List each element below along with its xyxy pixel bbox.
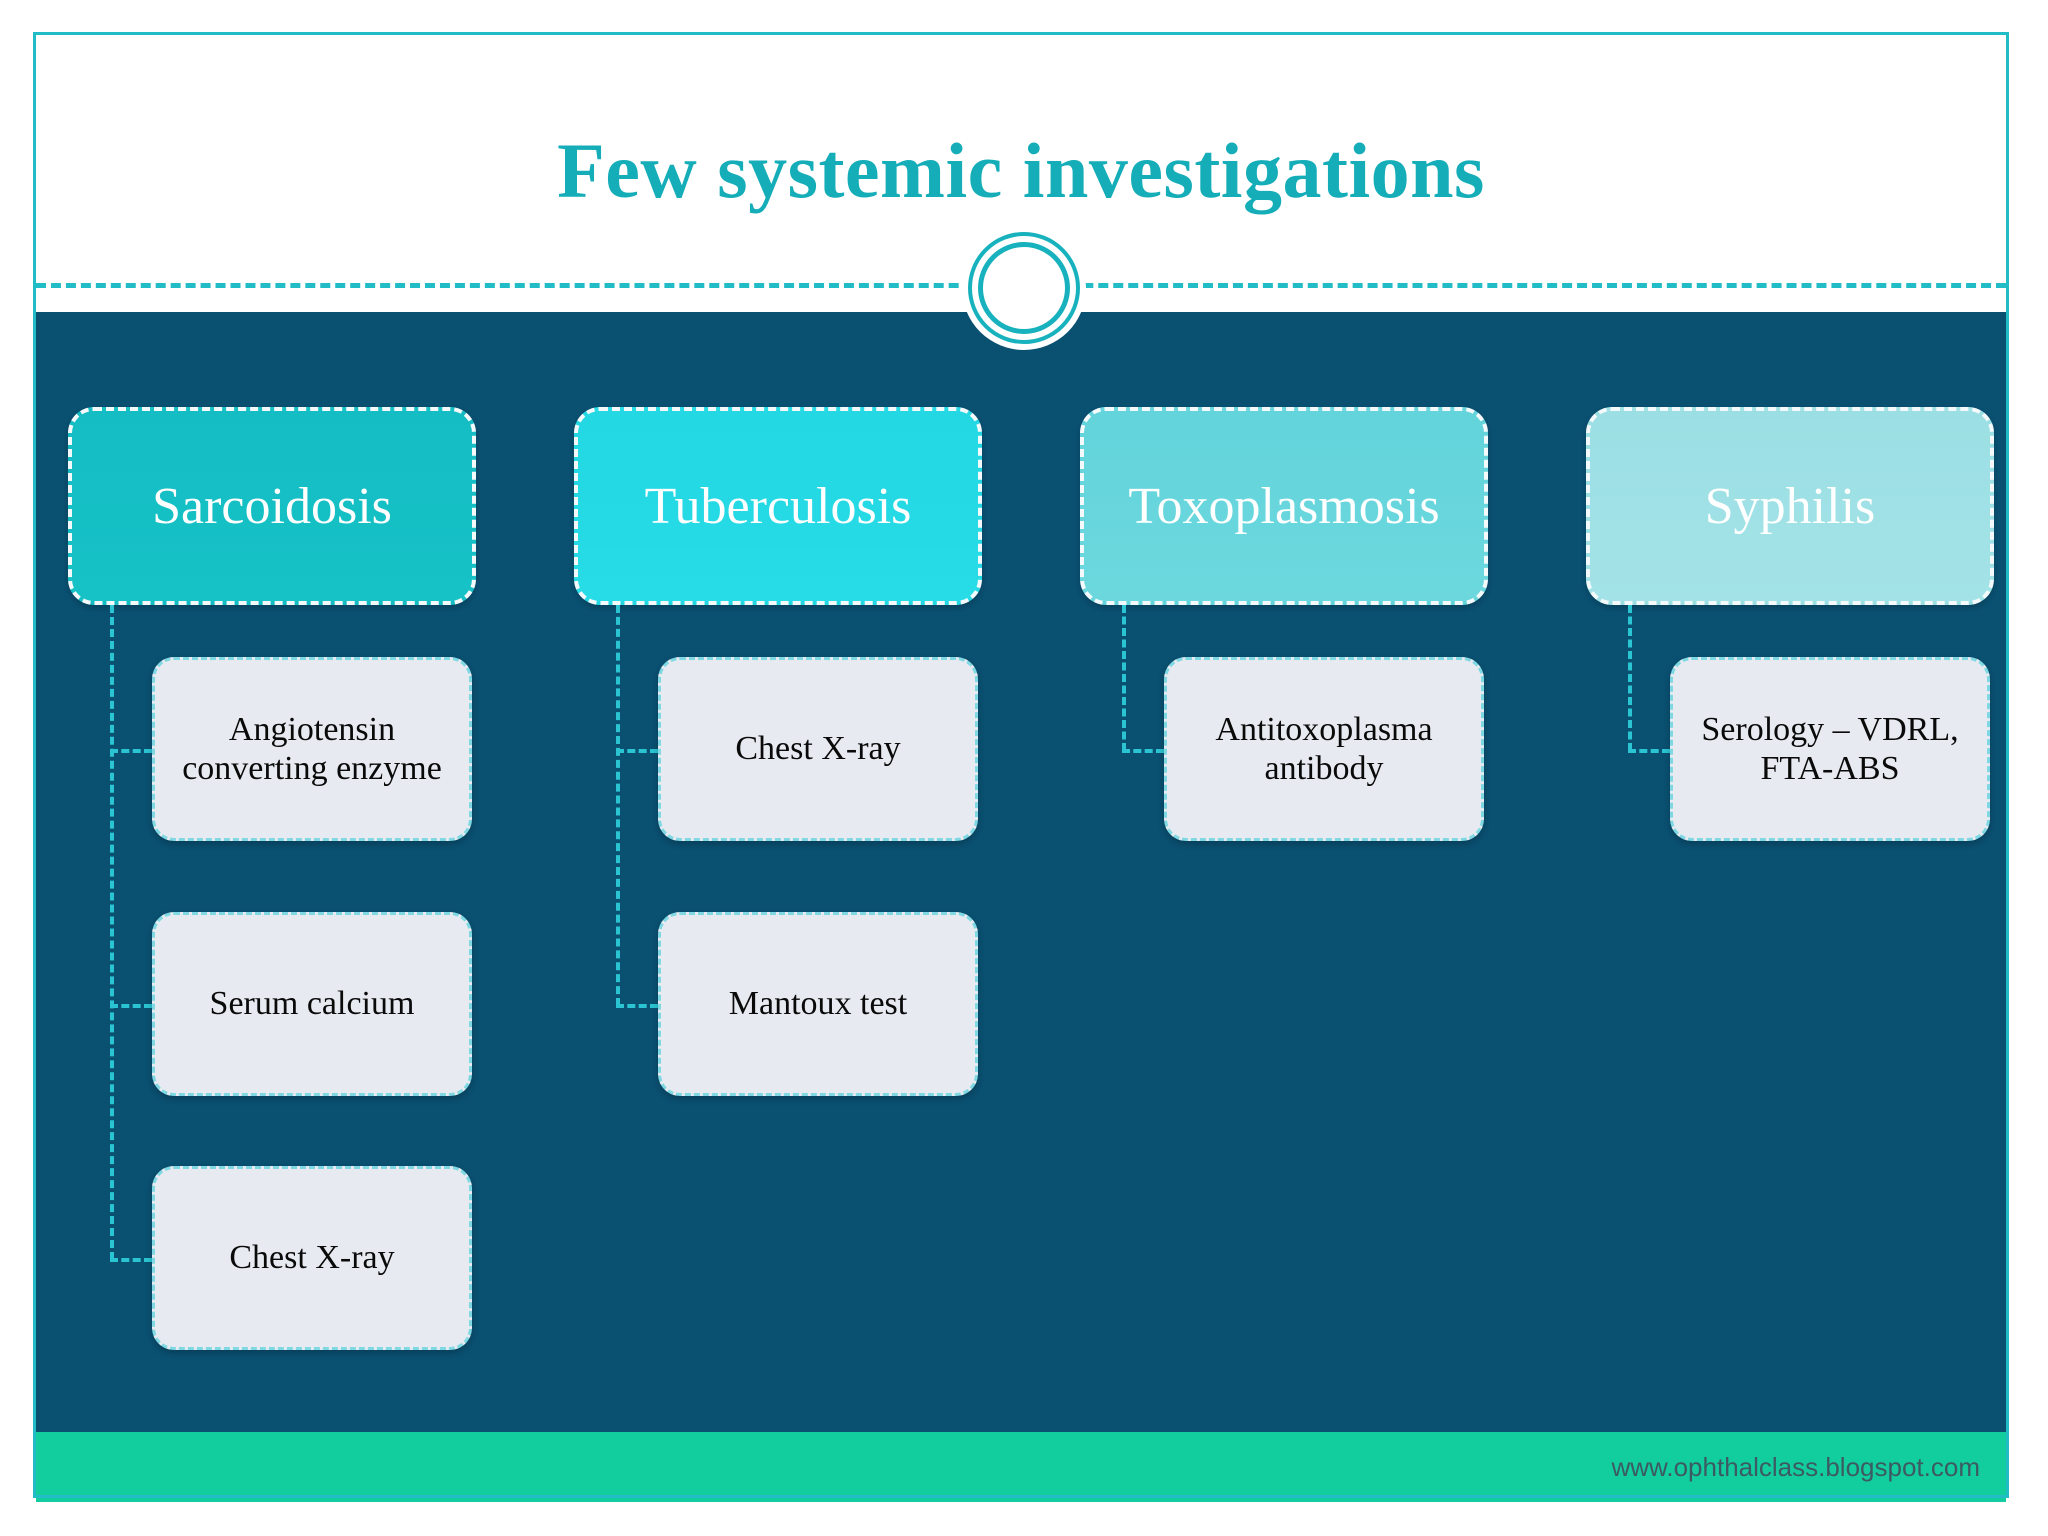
connector-hline-toxoplasmosis-0 bbox=[1122, 749, 1164, 753]
leaf-label: Antitoxoplasma antibody bbox=[1215, 710, 1433, 787]
leaf-label: Chest X-ray bbox=[229, 1239, 395, 1277]
slide-frame-border bbox=[33, 32, 2009, 1498]
connector-hline-tuberculosis-0 bbox=[616, 749, 658, 753]
branch-header-syphilis[interactable]: Syphilis bbox=[1586, 407, 1994, 605]
connector-hline-sarcoidosis-1 bbox=[110, 1004, 152, 1008]
leaf-toxoplasmosis-0[interactable]: Antitoxoplasma antibody bbox=[1164, 657, 1484, 841]
connector-vline-sarcoidosis bbox=[110, 605, 114, 1260]
branch-header-tuberculosis[interactable]: Tuberculosis bbox=[574, 407, 982, 605]
branch-header-sarcoidosis[interactable]: Sarcoidosis bbox=[68, 407, 476, 605]
page-title: Few systemic investigations bbox=[557, 127, 1485, 215]
branch-header-toxoplasmosis[interactable]: Toxoplasmosis bbox=[1080, 407, 1488, 605]
leaf-sarcoidosis-1[interactable]: Serum calcium bbox=[152, 912, 472, 1096]
leaf-label: Serum calcium bbox=[209, 985, 415, 1023]
connector-hline-syphilis-0 bbox=[1628, 749, 1670, 753]
branch-header-label: Tuberculosis bbox=[644, 477, 912, 535]
connector-hline-tuberculosis-1 bbox=[616, 1004, 658, 1008]
leaf-sarcoidosis-0[interactable]: Angiotensin converting enzyme bbox=[152, 657, 472, 841]
leaf-label: Chest X-ray bbox=[735, 730, 901, 768]
leaf-label: Serology – VDRL, FTA-ABS bbox=[1701, 710, 1959, 787]
branch-header-label: Toxoplasmosis bbox=[1128, 477, 1440, 535]
leaf-sarcoidosis-2[interactable]: Chest X-ray bbox=[152, 1166, 472, 1350]
branch-header-label: Sarcoidosis bbox=[152, 477, 392, 535]
footer-bar: www.ophthalclass.blogspot.com bbox=[36, 1432, 2006, 1502]
leaf-tuberculosis-0[interactable]: Chest X-ray bbox=[658, 657, 978, 841]
footer-url-text: www.ophthalclass.blogspot.com bbox=[1611, 1452, 1980, 1482]
branch-header-label: Syphilis bbox=[1704, 477, 1876, 535]
circle-ornament-outer-ring-icon bbox=[968, 232, 1080, 344]
connector-vline-toxoplasmosis bbox=[1122, 605, 1126, 751]
connector-vline-tuberculosis bbox=[616, 605, 620, 1006]
connector-hline-sarcoidosis-0 bbox=[110, 749, 152, 753]
circle-ornament-inner-ring-icon bbox=[978, 242, 1070, 334]
connector-vline-syphilis bbox=[1628, 605, 1632, 751]
leaf-syphilis-0[interactable]: Serology – VDRL, FTA-ABS bbox=[1670, 657, 1990, 841]
leaf-label: Angiotensin converting enzyme bbox=[182, 710, 442, 787]
leaf-tuberculosis-1[interactable]: Mantoux test bbox=[658, 912, 978, 1096]
leaf-label: Mantoux test bbox=[728, 985, 908, 1023]
connector-hline-sarcoidosis-2 bbox=[110, 1258, 152, 1262]
